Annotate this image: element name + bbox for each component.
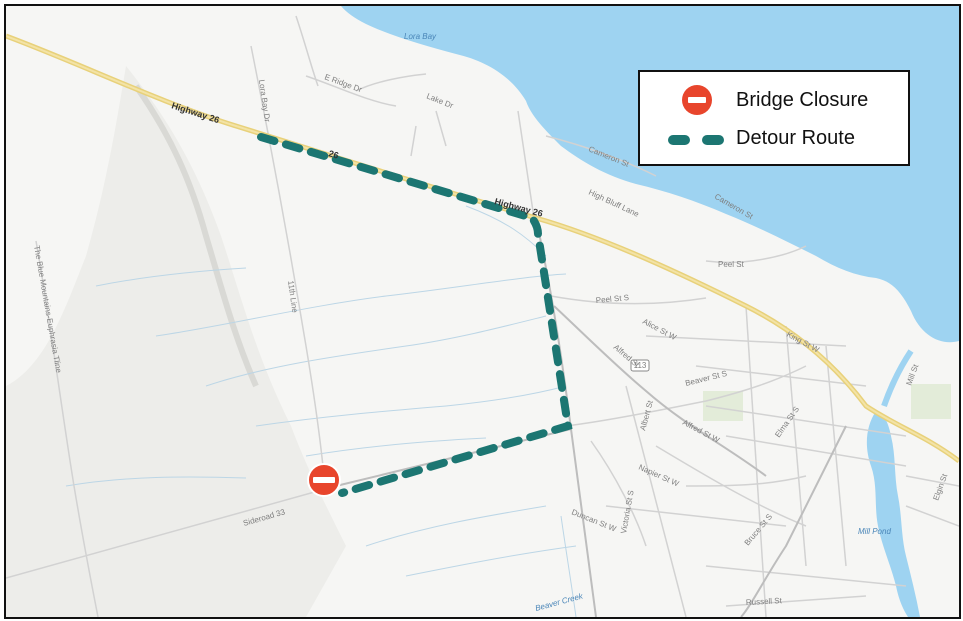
creeks xyxy=(65,205,577,617)
legend-label-bridge-closure: Bridge Closure xyxy=(736,88,869,111)
legend-item-bridge-closure: Bridge Closure xyxy=(640,80,908,120)
escarpment-shade xyxy=(6,66,346,617)
peel-st-s-label: Peel St S xyxy=(595,293,629,305)
peel-st-label: Peel St xyxy=(718,260,745,269)
dashed-line-icon xyxy=(668,135,732,145)
park-area-2 xyxy=(911,384,951,419)
road-113-label: 113 xyxy=(634,361,647,370)
map-frame: 113 Lora Bay Highway 26 26 Highway 26 E … xyxy=(4,4,961,619)
no-entry-icon xyxy=(682,85,712,115)
highway-26-center xyxy=(6,35,959,462)
detour-route[interactable] xyxy=(257,133,573,497)
escarpment-ridge xyxy=(133,84,259,388)
lora-bay-label: Lora Bay xyxy=(404,32,437,41)
bridge-closure-marker[interactable] xyxy=(307,463,341,497)
mill-pond-label: Mill Pond xyxy=(858,527,891,536)
mill-pond-water xyxy=(866,411,920,617)
map-legend: Bridge Closure Detour Route xyxy=(638,70,910,166)
highway-26-mid-label: 26 xyxy=(327,148,339,160)
legend-item-detour-route: Detour Route xyxy=(640,118,908,158)
river-channel xyxy=(881,349,914,407)
road-113-shield: 113 xyxy=(630,359,650,372)
legend-label-detour-route: Detour Route xyxy=(736,126,855,149)
russell-st-label: Russell St xyxy=(746,596,783,607)
